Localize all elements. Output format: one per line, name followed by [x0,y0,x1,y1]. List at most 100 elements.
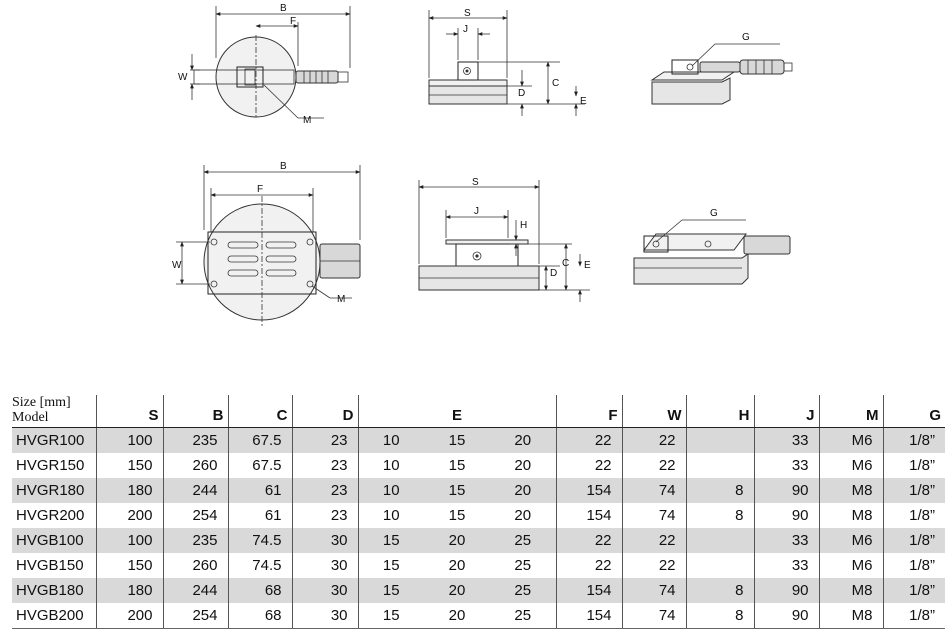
drawing-perspective-small: G [650,32,793,105]
d-cell: 30 [291,603,358,629]
e-cell-3: 20 [514,457,532,474]
e-cell-2: 20 [424,603,490,629]
model-cell: HVGB100 [12,528,96,553]
c-cell: 67.5 [227,453,292,478]
technical-drawings: B F W M S J C [172,3,793,326]
model-header-label: Model [12,410,49,425]
dim-label-s: S [464,8,471,19]
dim-label-c: C [552,78,559,89]
e-cell-3: 25 [490,603,556,629]
model-cell: HVGB150 [16,557,84,574]
e-cell-2: 20 [424,528,490,553]
g-cell: 1/8” [882,553,945,578]
model-cell: HVGR200 [16,507,85,524]
dim-label-d: D [518,88,525,99]
e-cell-2: 15 [424,427,490,453]
w-cell: 74 [621,478,686,503]
drawing-side-view-small: S J C D E [428,8,587,116]
dim-label-f: F [290,16,296,27]
w-cell: 22 [621,528,686,553]
e-cell-1: 10 [357,453,424,478]
j-cell: 90 [753,603,819,629]
dim-label-j: J [463,24,468,35]
m-cell: M8 [818,603,883,629]
dim-label-j: J [474,206,479,217]
h-cell: 8 [685,478,754,503]
f-cell: 22 [555,453,622,478]
dim-label-g: G [710,208,718,219]
h-cell [685,553,754,578]
d-cell: 30 [291,578,358,603]
column-header-f: F [555,395,622,428]
e-cell-1: 10 [357,427,424,453]
h-cell: 8 [685,603,754,629]
column-header-d: D [291,395,358,428]
s-cell: 150 [95,453,163,478]
d-cell: 30 [291,528,358,553]
e-cell-3: 25 [514,557,532,574]
dim-label-d: D [550,268,557,279]
s-cell: 200 [95,503,163,528]
j-cell: 33 [753,553,819,578]
e-cell-1: 15 [357,603,424,629]
h-cell [685,528,754,553]
dim-label-m: M [303,115,311,126]
g-cell: 1/8” [882,453,945,478]
column-header-s: S [95,395,163,428]
column-header-g: G [882,395,945,428]
c-cell: 67.5 [227,427,292,453]
c-cell: 68 [227,603,292,629]
d-cell: 23 [291,427,358,453]
j-cell: 33 [753,427,819,453]
g-cell: 1/8” [882,427,945,453]
e-cell-1: 15 [357,553,424,578]
f-cell: 22 [555,528,622,553]
model-cell: HVGB180 [12,578,96,603]
b-cell: 244 [162,578,228,603]
dim-label-e: E [584,260,591,271]
h-cell: 8 [685,578,754,603]
f-cell: 154 [555,503,622,528]
g-cell: 1/8” [882,478,945,503]
g-cell: 1/8” [882,528,945,553]
d-cell: 30 [291,553,358,578]
f-cell: 154 [555,478,622,503]
w-cell: 74 [621,503,686,528]
dim-label-f: F [257,184,263,195]
g-cell: 1/8” [882,603,945,629]
d-cell: 23 [291,503,358,528]
j-cell: 90 [753,578,819,603]
dim-label-w: W [178,72,188,83]
model-cell: HVGB200 [12,603,96,629]
e-cell-2: 20 [448,557,466,574]
m-cell: M6 [818,553,883,578]
drawing-top-view-large: B F W M [172,161,361,326]
e-cell-2: 20 [424,578,490,603]
dim-label-c: C [562,258,569,269]
e-cell-1: 15 [357,528,424,553]
column-header-h: H [685,395,754,428]
b-cell: 235 [162,528,228,553]
s-cell: 180 [95,478,163,503]
column-header-w: W [621,395,686,428]
j-cell: 33 [753,453,819,478]
g-cell: 1/8” [882,578,945,603]
f-cell: 22 [555,553,622,578]
f-cell: 22 [555,427,622,453]
j-cell: 90 [753,503,819,528]
c-cell: 61 [227,503,292,528]
e-cell-2: 15 [424,478,490,503]
c-cell: 74.5 [227,553,292,578]
w-cell: 22 [621,427,686,453]
e-cell-1: 15 [357,578,424,603]
column-header-m: M [818,395,883,428]
m-cell: M8 [818,578,883,603]
s-cell: 100 [95,427,163,453]
model-cell: HVGR100 [12,427,96,453]
